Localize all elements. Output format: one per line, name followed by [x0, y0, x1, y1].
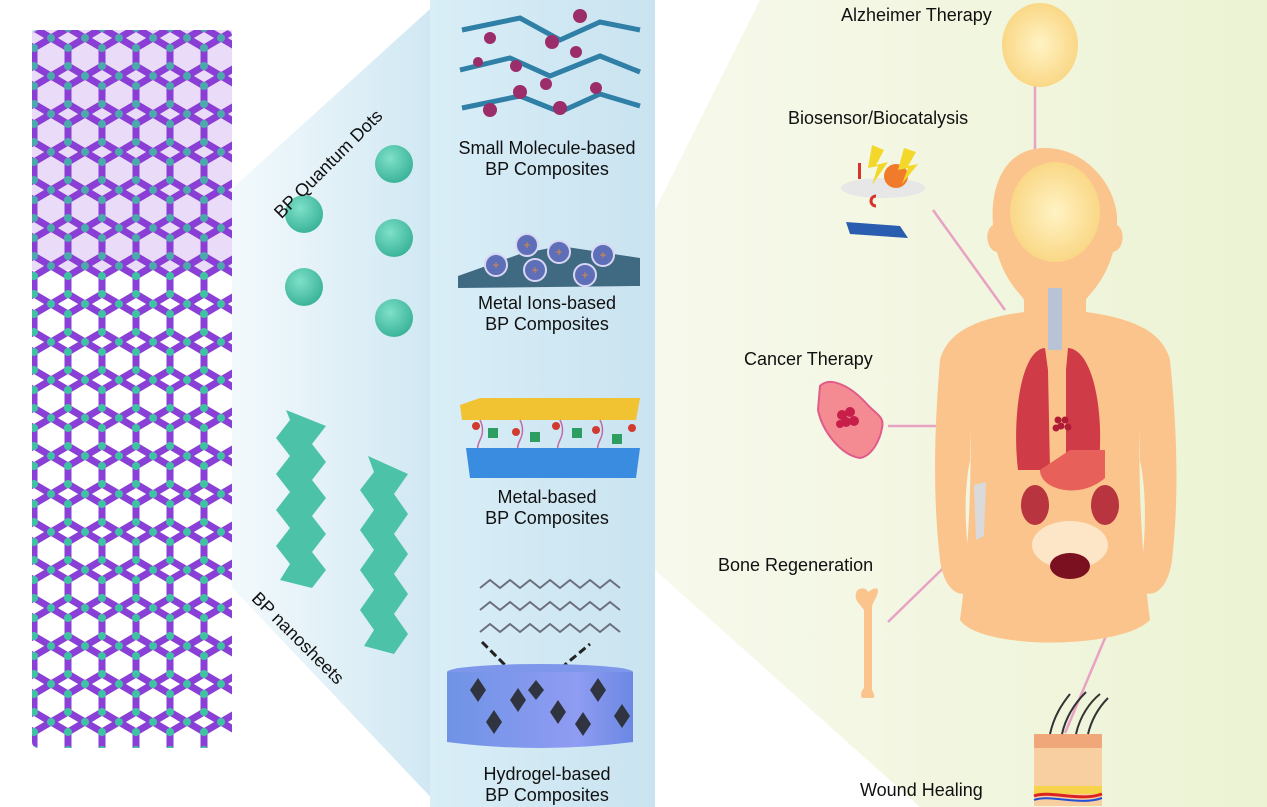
- metal-ions-composite-illustration: +++ +++: [458, 233, 640, 288]
- stomach: [1040, 450, 1105, 491]
- connector-biosensor: [931, 209, 1007, 311]
- svg-text:+: +: [599, 248, 606, 262]
- brain-icon: [1002, 3, 1078, 87]
- small-molecule-composite-illustration: [459, 9, 641, 117]
- composite-label-metal: Metal-based BP Composites: [440, 487, 654, 529]
- intestines: [1032, 521, 1108, 569]
- composite-label-line2: BP Composites: [485, 508, 609, 528]
- quantum-dot: [285, 195, 323, 233]
- bladder: [1050, 553, 1090, 579]
- hydrogel-composite-illustration: [447, 578, 633, 748]
- composite-label-line2: BP Composites: [485, 785, 609, 805]
- composite-label-line2: BP Composites: [485, 159, 609, 179]
- tumor-in-lung: [1052, 416, 1072, 432]
- skin-section-icon: [1033, 691, 1109, 806]
- application-label-cancer: Cancer Therapy: [744, 349, 873, 369]
- trachea: [1048, 288, 1062, 350]
- composite-label-line2: BP Composites: [485, 314, 609, 334]
- brain-in-head: [1010, 162, 1100, 262]
- composite-label-line1: Metal-based: [497, 487, 597, 507]
- bp-lattice-tube: [32, 30, 232, 748]
- composite-label-hydrogel: Hydrogel-based BP Composites: [440, 764, 654, 806]
- left-kidney: [1021, 485, 1049, 525]
- bp-nanosheets: [276, 410, 408, 654]
- application-label-bone: Bone Regeneration: [718, 555, 874, 575]
- body-silhouette: [935, 148, 1177, 643]
- left-lung: [1016, 348, 1050, 470]
- application-label-biosensor: Biosensor/Biocatalysis: [788, 108, 969, 128]
- composite-label-metal-ions: Metal Ions-based BP Composites: [440, 293, 654, 335]
- svg-text:+: +: [531, 263, 538, 277]
- quantum-dot: [375, 219, 413, 257]
- right-kidney: [1091, 485, 1119, 525]
- bp-quantum-dots: [285, 145, 413, 337]
- nanosheet: [276, 410, 326, 588]
- composite-label-small-molecule: Small Molecule-based BP Composites: [440, 138, 654, 180]
- tumor-cell-icon: [816, 381, 884, 460]
- composite-label-line1: Metal Ions-based: [477, 293, 617, 313]
- composite-label-line1: Hydrogel-based: [483, 764, 611, 784]
- application-label-wound: Wound Healing: [860, 780, 983, 800]
- right-lung: [1066, 348, 1101, 470]
- human-body-illustration: [935, 148, 1177, 643]
- svg-text:+: +: [492, 258, 499, 272]
- nanosheet: [360, 456, 408, 654]
- svg-text:+: +: [555, 245, 562, 259]
- bone-icon: [855, 588, 878, 698]
- quantum-dot: [375, 299, 413, 337]
- biosensor-icon: [841, 145, 925, 238]
- application-label-alzheimer: Alzheimer Therapy: [841, 5, 992, 25]
- svg-text:+: +: [581, 268, 588, 282]
- metal-composite-illustration: [460, 398, 640, 478]
- quantum-dot: [375, 145, 413, 183]
- quantum-dot: [285, 268, 323, 306]
- svg-text:+: +: [523, 238, 530, 252]
- arm-bone: [974, 482, 986, 540]
- composite-label-line1: Small Molecule-based: [458, 138, 636, 158]
